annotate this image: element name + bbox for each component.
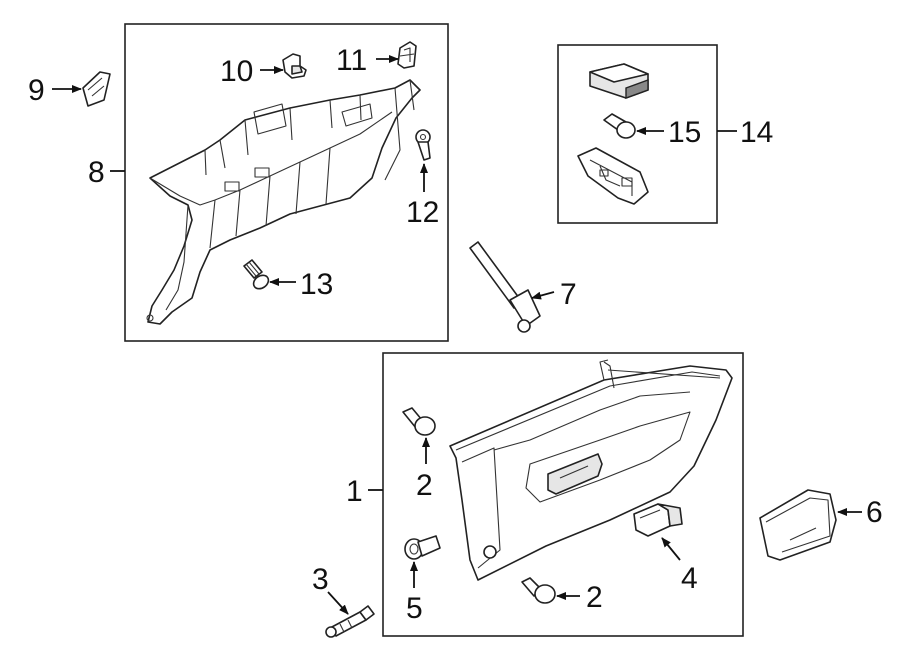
callout-4: 4 bbox=[681, 562, 698, 595]
clip-part-10 bbox=[282, 53, 307, 79]
push-pin-part-2b bbox=[521, 577, 556, 604]
group-frame-1 bbox=[382, 352, 744, 637]
callout-3: 3 bbox=[312, 563, 329, 596]
storage-tray-part-6 bbox=[759, 489, 837, 561]
group-frame-14 bbox=[557, 44, 718, 224]
callout-12: 12 bbox=[406, 196, 439, 229]
callout-10: 10 bbox=[220, 55, 253, 88]
clip-part-12 bbox=[415, 129, 431, 161]
latch-part-4 bbox=[633, 503, 683, 537]
group-frame-8 bbox=[124, 23, 449, 342]
callout-14: 14 bbox=[740, 116, 773, 149]
bumper-part-5 bbox=[404, 535, 441, 560]
lamp-lens-part bbox=[589, 63, 649, 99]
lamp-housing-part bbox=[577, 147, 649, 205]
callout-9: 9 bbox=[28, 74, 45, 107]
damper-strut-part-7 bbox=[469, 241, 541, 333]
callout-15: 15 bbox=[668, 116, 701, 149]
callout-7: 7 bbox=[560, 278, 577, 311]
callout-1: 1 bbox=[346, 475, 363, 508]
callout-11: 11 bbox=[336, 44, 367, 77]
clip-part-9 bbox=[82, 71, 111, 107]
leader-4 bbox=[661, 537, 681, 561]
glove-box-bin-part-1 bbox=[449, 359, 733, 581]
glove-box-housing-part bbox=[146, 79, 421, 325]
bulb-part-15 bbox=[603, 113, 636, 139]
leader-7 bbox=[531, 291, 555, 300]
bolt-part-13 bbox=[243, 259, 270, 290]
callout-2a: 2 bbox=[416, 469, 433, 502]
clip-part-11 bbox=[397, 41, 417, 69]
callout-5: 5 bbox=[406, 592, 423, 625]
callout-8: 8 bbox=[88, 156, 105, 189]
pin-part-3 bbox=[325, 605, 375, 638]
leader-3 bbox=[327, 591, 349, 615]
callout-13: 13 bbox=[300, 268, 333, 301]
callout-6: 6 bbox=[866, 496, 883, 529]
push-pin-part-2a bbox=[402, 407, 436, 436]
callout-2b: 2 bbox=[586, 581, 603, 614]
